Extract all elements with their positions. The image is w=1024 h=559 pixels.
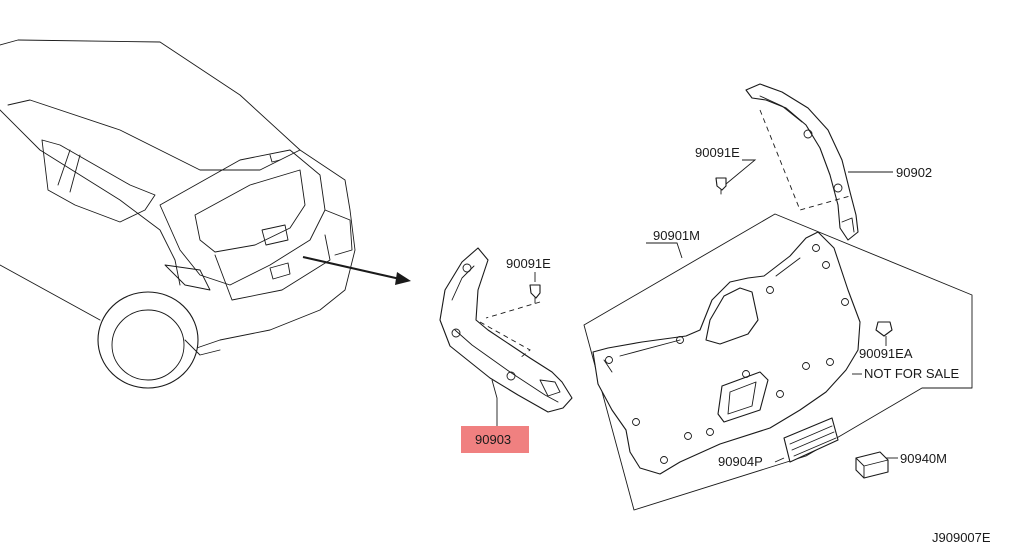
direction-arrow (302, 256, 411, 285)
label-90091ea: 90091EA (859, 346, 913, 361)
vehicle-illustration (0, 39, 356, 389)
label-90901m: 90901M (653, 228, 700, 243)
label-90091e-lower: 90091E (506, 256, 551, 271)
clip-90091ea (875, 321, 893, 337)
part-90904p-grip (783, 417, 839, 463)
label-not-for-sale: NOT FOR SALE (864, 366, 959, 381)
part-90901m-finisher (583, 213, 973, 511)
label-90904p: 90904P (718, 454, 763, 469)
clip-90091e-lower (529, 284, 541, 304)
label-90091e-upper: 90091E (695, 145, 740, 160)
leader-lines (491, 159, 898, 463)
label-90903: 90903 (475, 432, 511, 447)
part-90902-finisher (745, 83, 859, 241)
part-90940m-plug (855, 451, 889, 479)
part-90903-finisher (439, 247, 573, 413)
label-90940m: 90940M (900, 451, 947, 466)
label-90902: 90902 (896, 165, 932, 180)
diagram-code: J909007E (932, 530, 991, 545)
clip-90091e-upper (715, 177, 727, 195)
highlight-box (461, 426, 529, 453)
